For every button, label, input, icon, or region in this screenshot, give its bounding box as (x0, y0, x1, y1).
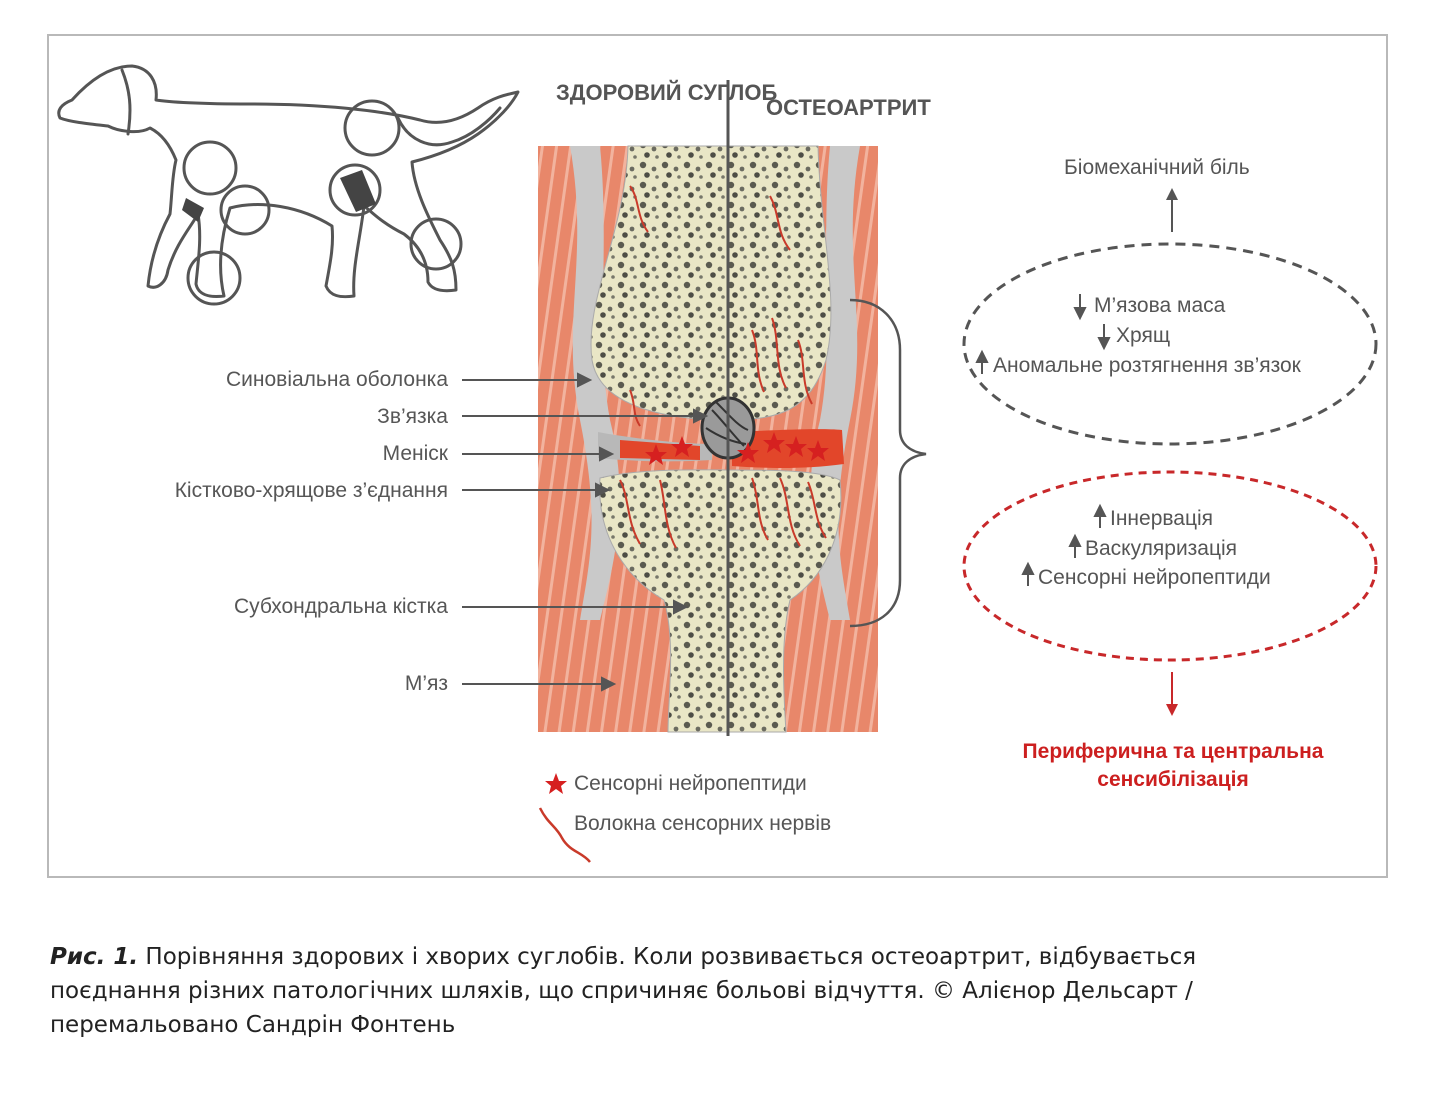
red-item-neuropeptides: Сенсорні нейропептиди (1038, 566, 1271, 589)
legend-neuropeptides-label: Сенсорні нейропептиди (574, 772, 807, 795)
caption-prefix: Рис. 1. (50, 944, 139, 970)
arrow-down-red (1166, 704, 1178, 716)
header-healthy-joint: ЗДОРОВИЙ СУГЛОБ (556, 80, 778, 105)
arrow-up-biomech (1166, 188, 1178, 200)
label-ligament: Зв’язка (377, 405, 448, 428)
figure-caption: Рис. 1. Порівняння здорових і хворих суг… (50, 940, 1250, 1042)
label-sensitization: Периферична та центральна сенсибілізація (1022, 740, 1324, 791)
label-meniscus: Меніск (382, 442, 448, 465)
right-panel-graphics (962, 188, 1378, 716)
label-muscle: М’яз (404, 672, 448, 695)
knee-diagram (538, 80, 927, 736)
nerve-fibres (619, 185, 827, 549)
grey-item-cartilage: Хрящ (1116, 324, 1171, 347)
header-osteoarthritis: ОСТЕОАРТРИТ (766, 95, 931, 120)
red-item-vascularization: Васкуляризація (1085, 537, 1238, 560)
dog-outline (57, 64, 520, 299)
grey-item-muscle-mass: М’язова маса (1094, 294, 1226, 317)
label-synovial-membrane: Синовіальна оболонка (226, 368, 448, 391)
dog-affected-joints (182, 170, 376, 222)
femur-bone (590, 145, 832, 421)
oa-cartilage (732, 429, 844, 468)
oa-brace (849, 298, 927, 628)
dog-joint-circles (182, 99, 463, 306)
figure-frame (47, 34, 1388, 878)
label-osteochondral-junction: Кістково-хрящове з’єднання (174, 479, 448, 502)
red-ellipse (962, 470, 1378, 662)
legend-nerve-fibres-label: Волокна сенсорних нервів (574, 812, 832, 835)
red-item-innervation: Іннервація (1110, 507, 1214, 530)
caption-text: Порівняння здорових і хворих суглобів. К… (50, 944, 1197, 1038)
label-biomechanical-pain: Біомеханічний біль (1064, 156, 1250, 179)
label-arrows (462, 372, 709, 692)
neuropeptide-stars (645, 432, 829, 465)
legend-nerve-icon (538, 807, 591, 863)
legend-star-icon (545, 773, 567, 794)
grey-item-ligament-stretch: Аномальне розтягнення зв’язок (993, 354, 1301, 377)
label-subchondral-bone: Субхондральна кістка (234, 595, 448, 618)
grey-ellipse (962, 242, 1378, 446)
